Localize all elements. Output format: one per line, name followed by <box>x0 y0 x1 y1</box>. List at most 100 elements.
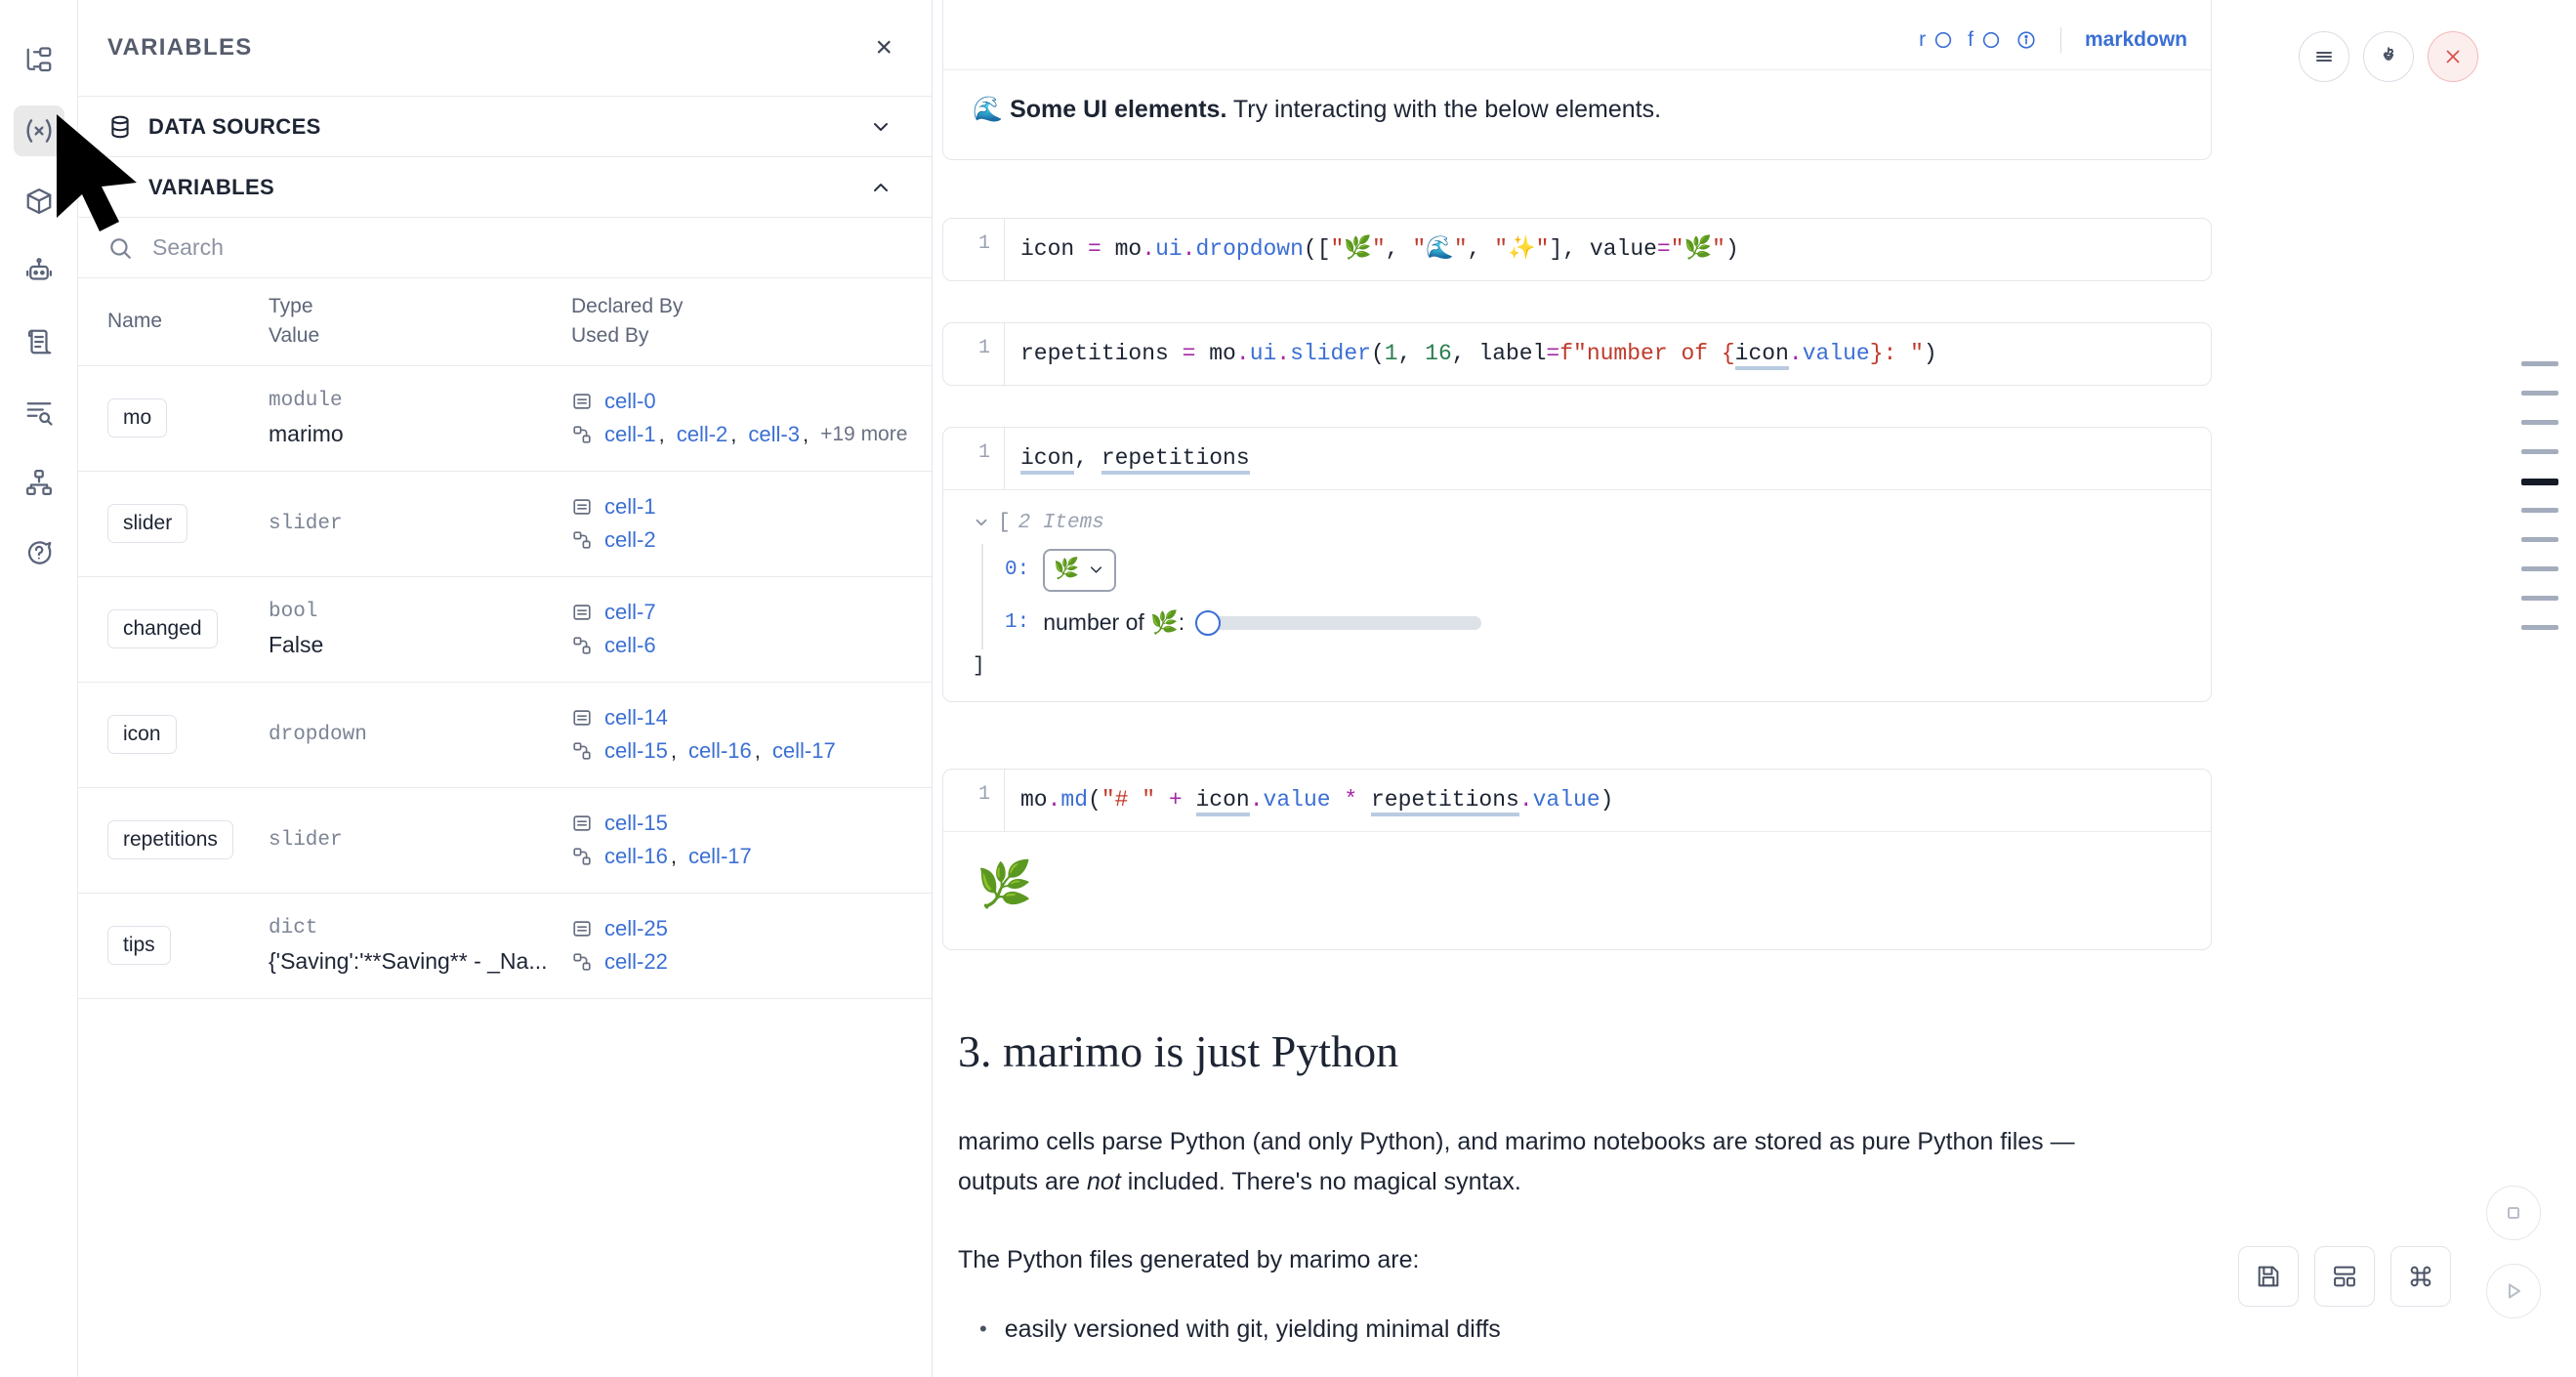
cell-link[interactable]: cell-16 <box>604 844 668 869</box>
section-label: VARIABLES <box>148 174 275 199</box>
variable-name-chip[interactable]: mo <box>107 398 168 438</box>
minimap[interactable] <box>2508 0 2576 1377</box>
markdown-cell: """🌊 Some UI elements.""" Try interactin… <box>942 0 2212 160</box>
minimap-bar[interactable] <box>2521 420 2558 425</box>
save-button[interactable] <box>2238 1246 2299 1307</box>
toolbar-r-toggle[interactable]: r <box>1919 28 1954 52</box>
code-token: value <box>1589 236 1657 262</box>
minimap-bar[interactable] <box>2521 566 2558 571</box>
sidebar-item-help[interactable] <box>14 527 64 578</box>
sidebar-item-explorer[interactable] <box>14 35 64 86</box>
column-header-declared-used: Declared By Used By <box>571 292 932 352</box>
cell-link[interactable]: cell-17 <box>771 738 836 764</box>
variable-name-cell: repetitions <box>107 820 269 860</box>
command-palette-button[interactable] <box>2390 1246 2451 1307</box>
minimap-bar[interactable] <box>2521 596 2558 601</box>
cell-link[interactable]: cell-14 <box>604 705 668 730</box>
doc-paragraph-2: The Python files generated by marimo are… <box>958 1245 1420 1273</box>
declared-by-line: cell-15 <box>571 807 916 840</box>
variable-refs-cell: cell-1 cell-2 <box>571 490 932 557</box>
code-token: icon <box>1020 445 1075 475</box>
code-token: value <box>1532 787 1600 813</box>
toolbar-info-icon[interactable] <box>2015 29 2037 51</box>
line-number: 1 <box>977 337 990 359</box>
cell-link[interactable]: cell-6 <box>604 633 656 658</box>
chevron-up-icon[interactable] <box>869 176 893 199</box>
cell-menu-button[interactable] <box>2299 31 2349 82</box>
minimap-bar[interactable] <box>2521 449 2558 454</box>
code-editor[interactable]: mo.md("# " + icon.value * repetitions.va… <box>1004 770 2211 831</box>
cell-link[interactable]: cell-17 <box>687 844 752 869</box>
cell-link[interactable]: cell-25 <box>604 916 668 941</box>
cell-delete-button[interactable] <box>2428 31 2478 82</box>
minimap-bar[interactable] <box>2521 361 2558 366</box>
minimap-bar[interactable] <box>2521 625 2558 630</box>
slider-handle[interactable] <box>1195 609 1222 636</box>
code-token: = <box>1088 236 1101 262</box>
code-editor[interactable]: icon, repetitions <box>1004 428 2211 489</box>
cell-link[interactable]: cell-22 <box>604 949 668 975</box>
cell-link[interactable]: cell-1 <box>604 494 656 520</box>
minimap-bar[interactable] <box>2521 391 2558 396</box>
file-tree-icon <box>26 47 51 72</box>
variable-name-chip[interactable]: icon <box>107 715 177 755</box>
slider-input[interactable] <box>1195 609 1482 636</box>
cell-link[interactable]: cell-3 <box>748 422 800 447</box>
notebook-area: """🌊 Some UI elements.""" Try interactin… <box>933 0 2576 1377</box>
toolbar-f-toggle[interactable]: f <box>1968 28 2002 52</box>
cell-link[interactable]: cell-1 <box>604 422 656 447</box>
cell-link[interactable]: cell-2 <box>604 527 656 553</box>
code-token: ui <box>1249 341 1277 366</box>
variable-type: slider <box>269 512 343 535</box>
code-token: ( <box>1088 787 1101 813</box>
run-button[interactable] <box>2486 1264 2541 1318</box>
search-input[interactable] <box>152 234 902 261</box>
doc-list-item: • easily versioned with git, yielding mi… <box>958 1315 2198 1344</box>
close-icon[interactable]: × <box>875 31 893 63</box>
sidebar-item-packages[interactable] <box>14 176 64 227</box>
markdown-cell-source[interactable]: """🌊 Some UI elements.""" Try interactin… <box>943 0 2211 12</box>
minimap-bar[interactable] <box>2521 537 2558 542</box>
variable-name-chip[interactable]: repetitions <box>107 820 233 860</box>
variable-name-chip[interactable]: changed <box>107 609 218 649</box>
variable-value: {'Saving':'**Saving** - _Na... <box>269 947 548 974</box>
cell-settings-button[interactable] <box>2363 31 2414 82</box>
sidebar-item-logs[interactable] <box>14 387 64 438</box>
sidebar-item-dependency-graph[interactable] <box>14 457 64 508</box>
code-editor[interactable]: icon = mo.ui.dropdown(["🌿", "🌊", "✨"], v… <box>1004 219 2211 280</box>
cell-link[interactable]: cell-16 <box>687 738 752 764</box>
code-editor[interactable]: repetitions = mo.ui.slider(1, 16, label=… <box>1004 323 2211 385</box>
output-collapse-row[interactable]: [ 2 Items <box>973 512 2181 534</box>
cell-link[interactable]: cell-7 <box>604 600 656 625</box>
table-row: slider slider cell-1 cell-2 <box>78 472 932 577</box>
cell-link[interactable]: cell-2 <box>676 422 728 447</box>
code-token: mo <box>1195 341 1236 366</box>
code-token: dropdown <box>1195 236 1304 262</box>
code-token: , <box>1074 445 1101 471</box>
cell-link[interactable]: cell-15 <box>604 811 668 836</box>
minimap-bar-current[interactable] <box>2521 479 2558 485</box>
section-data-sources[interactable]: DATA SOURCES <box>78 97 932 157</box>
dropdown-select[interactable]: 🌿 <box>1043 548 1117 592</box>
output-row-slider: 1: number of 🌿: <box>1005 597 2181 649</box>
variable-name-chip[interactable]: slider <box>107 504 188 544</box>
sidebar-item-variables[interactable] <box>13 105 64 156</box>
cell-link[interactable]: cell-0 <box>604 389 656 414</box>
variable-name-chip[interactable]: tips <box>107 926 171 966</box>
chevron-down-icon[interactable] <box>869 115 893 139</box>
layout-button[interactable] <box>2314 1246 2375 1307</box>
sidebar-item-chat[interactable] <box>14 246 64 297</box>
section-variables[interactable]: VARIABLES <box>78 157 932 218</box>
more-cells-label[interactable]: +19 more <box>820 423 908 446</box>
minimap-bar[interactable] <box>2521 508 2558 513</box>
interrupt-button[interactable] <box>2486 1186 2541 1240</box>
hamburger-icon <box>2316 52 2332 62</box>
cell-link[interactable]: cell-15 <box>604 738 668 764</box>
variable-refs-cell: cell-7 cell-6 <box>571 596 932 662</box>
toolbar-language[interactable]: markdown <box>2084 28 2187 51</box>
code-cell-slider: 1 repetitions = mo.ui.slider(1, 16, labe… <box>942 322 2212 386</box>
sidebar-item-outline[interactable] <box>14 316 64 367</box>
stop-icon <box>2508 1207 2519 1219</box>
robot-icon <box>25 258 52 280</box>
